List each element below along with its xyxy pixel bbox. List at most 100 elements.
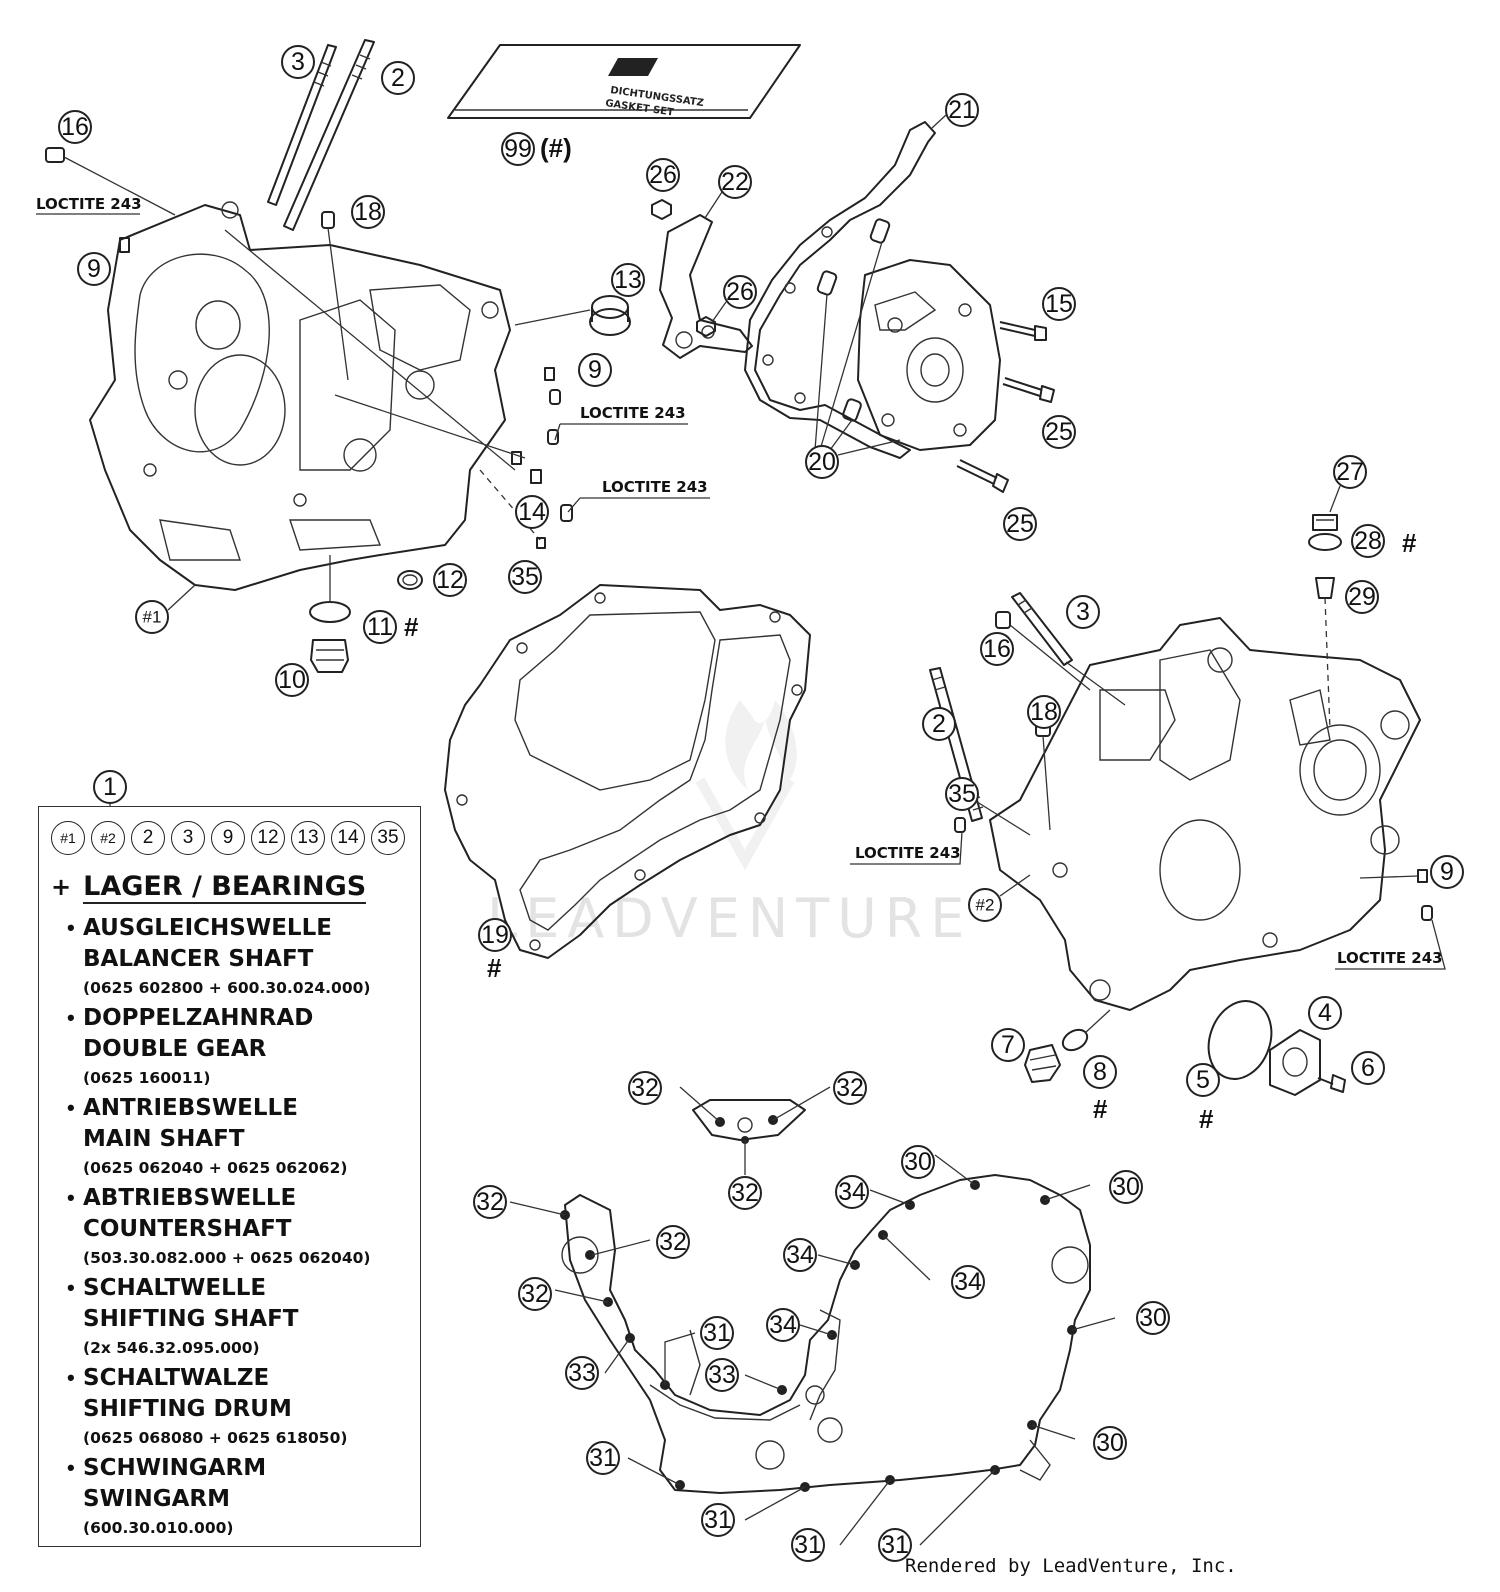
callout-31-c: 31 <box>701 1503 735 1537</box>
callout-30-b: 30 <box>1109 1170 1143 1204</box>
svg-text:35: 35 <box>948 780 976 808</box>
legend-item-en: SHIFTING DRUM <box>83 1396 292 1422</box>
callout-2-left: 2 <box>381 61 415 95</box>
legend-chip: 12 <box>251 821 285 855</box>
callout-4: 4 <box>1308 996 1342 1030</box>
svg-text:30: 30 <box>1112 1173 1140 1201</box>
callout-32-d: 32 <box>473 1185 507 1219</box>
svg-text:13: 13 <box>614 266 642 294</box>
loctite-label-2: LOCTITE 243 <box>580 404 686 422</box>
callout-32-b: 32 <box>833 1071 867 1105</box>
legend-chip: 13 <box>291 821 325 855</box>
svg-text:9: 9 <box>588 356 602 384</box>
callout-6: 6 <box>1351 1051 1385 1085</box>
svg-text:32: 32 <box>476 1188 504 1216</box>
legend-title: LAGER / BEARINGS <box>83 871 367 904</box>
callout-8: 8 <box>1083 1055 1117 1089</box>
o-ring-11 <box>309 601 351 623</box>
loctite-label-1: LOCTITE 243 <box>36 195 142 213</box>
callout-crankcase-2: #2 <box>968 888 1002 922</box>
svg-text:10: 10 <box>278 666 306 694</box>
callout-14: 14 <box>515 495 549 529</box>
screw-6 <box>1317 1074 1346 1093</box>
callout-5: 5 <box>1186 1063 1220 1097</box>
svg-text:32: 32 <box>731 1179 759 1207</box>
legend-bullet: • <box>67 1185 75 1210</box>
svg-text:32: 32 <box>836 1074 864 1102</box>
hash-11: # <box>404 612 419 642</box>
svg-text:12: 12 <box>436 566 464 594</box>
legend-item-de: DOPPELZAHNRAD <box>83 1005 314 1031</box>
bolt-16-right <box>995 611 1011 629</box>
svg-text:21: 21 <box>948 96 976 124</box>
svg-text:33: 33 <box>708 1361 736 1389</box>
svg-text:32: 32 <box>521 1280 549 1308</box>
legend-bullet: • <box>67 1365 75 1390</box>
watermark-text: LEADVENTURE <box>487 887 972 950</box>
svg-text:3: 3 <box>1076 598 1090 626</box>
loctite-labels: LOCTITE 243 LOCTITE 243 LOCTITE 243 LOCT… <box>36 195 1446 970</box>
callout-32-e: 32 <box>656 1225 690 1259</box>
callout-31-b: 31 <box>586 1441 620 1475</box>
crankcase-gasket-19 <box>444 584 811 959</box>
svg-text:8: 8 <box>1093 1058 1107 1086</box>
left-crankcase-half <box>89 201 511 591</box>
svg-text:14: 14 <box>518 498 546 526</box>
svg-text:9: 9 <box>87 255 101 283</box>
loctite-label-5: LOCTITE 243 <box>1337 949 1443 967</box>
stud-3-right <box>1011 592 1073 666</box>
svg-text:15: 15 <box>1045 290 1073 318</box>
svg-text:6: 6 <box>1361 1054 1375 1082</box>
callout-3-left: 3 <box>281 45 315 79</box>
legend-chip: 35 <box>371 821 405 855</box>
legend-chip: 9 <box>211 821 245 855</box>
legend-plus-sign: + <box>51 873 72 901</box>
hash-28: # <box>1402 528 1417 558</box>
svg-text:26: 26 <box>649 161 677 189</box>
right-crankcase-half <box>989 617 1421 1011</box>
gasket-21 <box>744 121 936 459</box>
callout-33-b: 33 <box>705 1358 739 1392</box>
svg-text:31: 31 <box>703 1319 731 1347</box>
svg-text:31: 31 <box>704 1506 732 1534</box>
svg-text:16: 16 <box>61 113 89 141</box>
callout-9-mid: 9 <box>578 353 612 387</box>
callout-11: 11 <box>363 610 397 644</box>
stud-2-left <box>283 39 375 231</box>
svg-text:4: 4 <box>1318 999 1332 1027</box>
legend-item-de: SCHALTWALZE <box>83 1365 270 1391</box>
svg-text:25: 25 <box>1045 418 1073 446</box>
callout-15: 15 <box>1042 287 1076 321</box>
legend-chip: 3 <box>171 821 205 855</box>
callout-18-left: 18 <box>351 195 385 229</box>
svg-text:#2: #2 <box>976 896 995 915</box>
svg-text:99: 99 <box>504 135 532 163</box>
callout-35-left: 35 <box>508 560 542 594</box>
oil-plug-27 <box>1312 514 1338 531</box>
drain-plug-7 <box>1024 1044 1061 1083</box>
svg-text:25: 25 <box>1006 510 1034 538</box>
callout-30-d: 30 <box>1093 1426 1127 1460</box>
legend-bullet: • <box>67 1275 75 1300</box>
callout-21: 21 <box>945 93 979 127</box>
callout-12: 12 <box>433 563 467 597</box>
callout-20: 20 <box>805 445 839 479</box>
svg-text:28: 28 <box>1354 527 1382 555</box>
svg-text:2: 2 <box>932 710 946 738</box>
svg-text:11: 11 <box>367 613 393 641</box>
svg-text:16: 16 <box>983 635 1011 663</box>
callout-29: 29 <box>1345 580 1379 614</box>
crankcase-gasket-30-34 <box>560 1174 1091 1494</box>
legend-item-de: SCHALTWELLE <box>83 1275 267 1301</box>
svg-text:30: 30 <box>1096 1429 1124 1457</box>
legend-item-num: (0625 062040 + 0625 062062) <box>83 1159 348 1177</box>
svg-text:31: 31 <box>589 1444 617 1472</box>
stud-2-right <box>929 667 984 822</box>
callout-10: 10 <box>275 663 309 697</box>
callout-9-left: 9 <box>77 252 111 286</box>
svg-text:5: 5 <box>1196 1066 1210 1094</box>
callout-34-c: 34 <box>951 1265 985 1299</box>
